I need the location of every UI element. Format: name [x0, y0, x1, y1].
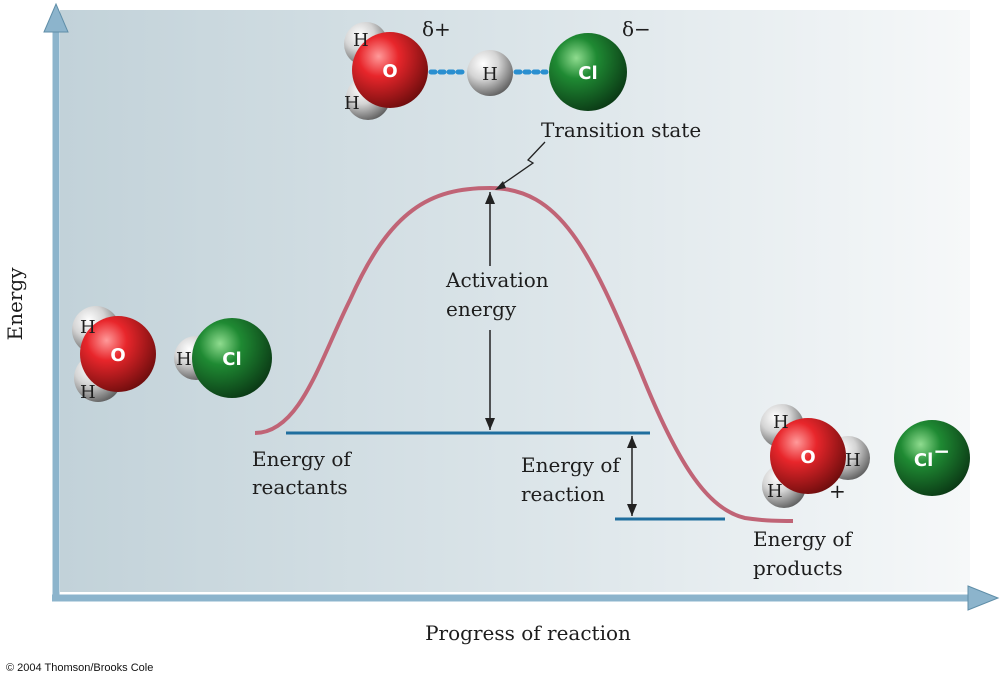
chloride-symbol: Cl [914, 450, 933, 471]
x-axis-label: Progress of reaction [425, 621, 631, 645]
reaction-energy-label-2: reaction [521, 482, 605, 506]
chlorine-label: Cl [222, 349, 241, 370]
chlorine-atom [894, 420, 970, 496]
delta-minus-label: δ− [622, 17, 651, 41]
activation-energy-label-1: Activation [445, 268, 549, 292]
hydrogen-label: H [176, 349, 192, 370]
hydrogen-label: H [767, 481, 783, 502]
oxygen-atom [352, 32, 428, 108]
copyright-text: © 2004 Thomson/Brooks Cole [6, 662, 153, 674]
products-energy-label-1: Energy of [753, 527, 853, 551]
chlorine-atom [549, 33, 627, 111]
transition-state-complex: H H O H Cl δ+ δ− [344, 17, 651, 120]
reactant-hcl-molecule: H Cl [174, 318, 272, 398]
chlorine-label: Cl [578, 63, 597, 84]
hydrogen-label: H [773, 412, 789, 433]
reaction-energy-arrow [627, 436, 637, 516]
hydrogen-atom [467, 50, 513, 96]
oxygen-label: O [110, 345, 125, 366]
transition-state-pointer-head [495, 181, 506, 190]
activation-energy-label-2: energy [446, 297, 517, 321]
hydrogen-label: H [353, 30, 369, 51]
energy-curve [254, 185, 794, 523]
plot-background [60, 10, 970, 592]
hydrogen-label: H [80, 317, 96, 338]
y-axis [43, 2, 69, 600]
hydrogen-label: H [482, 64, 498, 85]
delta-plus-label: δ+ [422, 17, 451, 41]
products-energy-label-2: products [753, 556, 843, 580]
reactants-energy-label-1: Energy of [252, 447, 352, 471]
hydrogen-label: H [845, 450, 861, 471]
oxygen-atom [770, 418, 846, 494]
chloride-label: Cl− [914, 439, 950, 471]
transition-state-pointer [499, 141, 546, 187]
oxygen-atom [80, 316, 156, 392]
minus-charge-label: − [933, 439, 950, 463]
y-axis-label: Energy [3, 267, 27, 341]
hydrogen-label: H [344, 93, 360, 114]
activation-energy-arrow [485, 192, 495, 430]
hydrogen-label: H [80, 382, 96, 403]
product-chloride-ion: Cl− [894, 420, 970, 496]
reaction-energy-label-1: Energy of [521, 453, 621, 477]
oxygen-label: O [382, 61, 397, 82]
oxygen-label: O [800, 447, 815, 468]
plus-charge-label: + [829, 479, 846, 503]
chlorine-atom [192, 318, 272, 398]
x-axis [52, 585, 1000, 611]
reactants-energy-label-2: reactants [252, 475, 348, 499]
reactant-water-molecule: H H O [72, 306, 156, 403]
product-hydronium-ion: H H H O + [760, 404, 870, 508]
transition-state-label: Transition state [541, 118, 701, 142]
